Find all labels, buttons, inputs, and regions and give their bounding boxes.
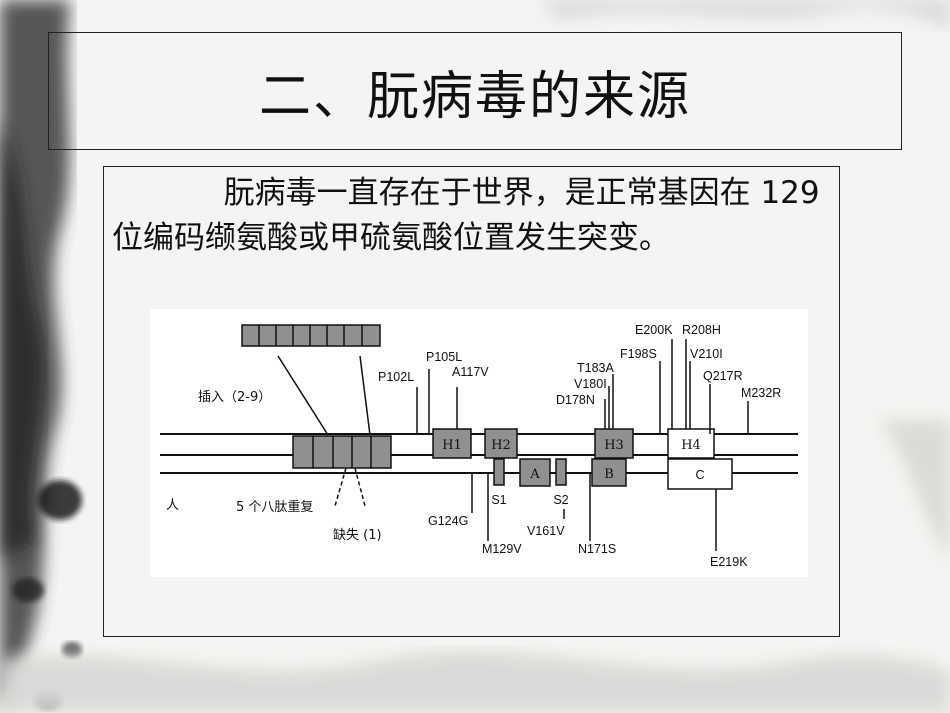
g124g-label: G124G (428, 514, 468, 528)
domain-h2 (484, 428, 518, 459)
domain-h1-label: H1 (442, 438, 462, 453)
octapeptide-label: 5 个八肽重复 (236, 499, 313, 515)
bottom-mutation-ticks (471, 473, 717, 551)
r208h-label: R208H (682, 323, 721, 337)
insertion-block (241, 324, 381, 347)
insertion-connector-left (277, 355, 329, 436)
domain-h3 (594, 428, 634, 459)
domain-a (519, 458, 551, 487)
domain-h3-label: H3 (604, 438, 624, 453)
e219k-label: E219K (710, 555, 748, 569)
species-label: 人 (166, 498, 179, 513)
body-paragraph: 朊病毒一直存在于世界，是正常基因在 129 位编码缬氨酸或甲硫氨酸位置发生突变。 (112, 175, 820, 256)
d178n-label: D178N (556, 393, 595, 407)
f198s-label: F198S (620, 347, 657, 361)
content-frame: 朊病毒一直存在于世界，是正常基因在 129 位编码缬氨酸或甲硫氨酸位置发生突变。 (103, 166, 840, 637)
page-title: 二、朊病毒的来源 (258, 66, 691, 127)
domain-b-label: B (604, 467, 614, 482)
octapeptide-repeat-block (292, 435, 392, 469)
m232r-label: M232R (741, 386, 781, 400)
domain-h4 (667, 428, 715, 459)
prion-gene-diagram: 插入（2-9） 5 个八肽重复 缺失 (1) 人 H1 H2 H3 H4 A B… (150, 309, 808, 577)
domain-c (667, 458, 733, 490)
diagram-svg: 插入（2-9） 5 个八肽重复 缺失 (1) 人 H1 H2 H3 H4 A B… (160, 323, 798, 569)
top-mutation-ticks (416, 339, 749, 434)
a117v-label: A117V (452, 365, 489, 379)
insertion-connector-right (359, 355, 371, 436)
strand-s2-label: S2 (553, 493, 568, 507)
deletion-label: 缺失 (1) (333, 528, 382, 543)
domain-h4-label: H4 (681, 438, 701, 453)
n171s-label: N171S (578, 542, 616, 556)
t183a-label: T183A (577, 361, 614, 375)
domain-h2-label: H2 (491, 438, 511, 453)
domain-h1 (432, 428, 472, 459)
strand-s2 (555, 458, 567, 486)
p105l-label: P105L (426, 350, 462, 364)
domain-b (591, 458, 627, 487)
insertion-label: 插入（2-9） (198, 390, 271, 405)
domain-a-label: A (529, 467, 540, 482)
title-frame: 二、朊病毒的来源 (48, 32, 902, 150)
q217r-label: Q217R (703, 369, 743, 383)
p102l-label: P102L (378, 370, 414, 384)
strand-s1 (493, 458, 505, 486)
v210i-label: V210I (690, 347, 723, 361)
e200k-label: E200K (635, 323, 673, 337)
v161v-label: V161V (527, 524, 565, 538)
domain-c-label: C (695, 468, 704, 482)
strand-s1-label: S1 (491, 493, 506, 507)
m129v-label: M129V (482, 542, 522, 556)
v180i-label: V180I (574, 377, 607, 391)
